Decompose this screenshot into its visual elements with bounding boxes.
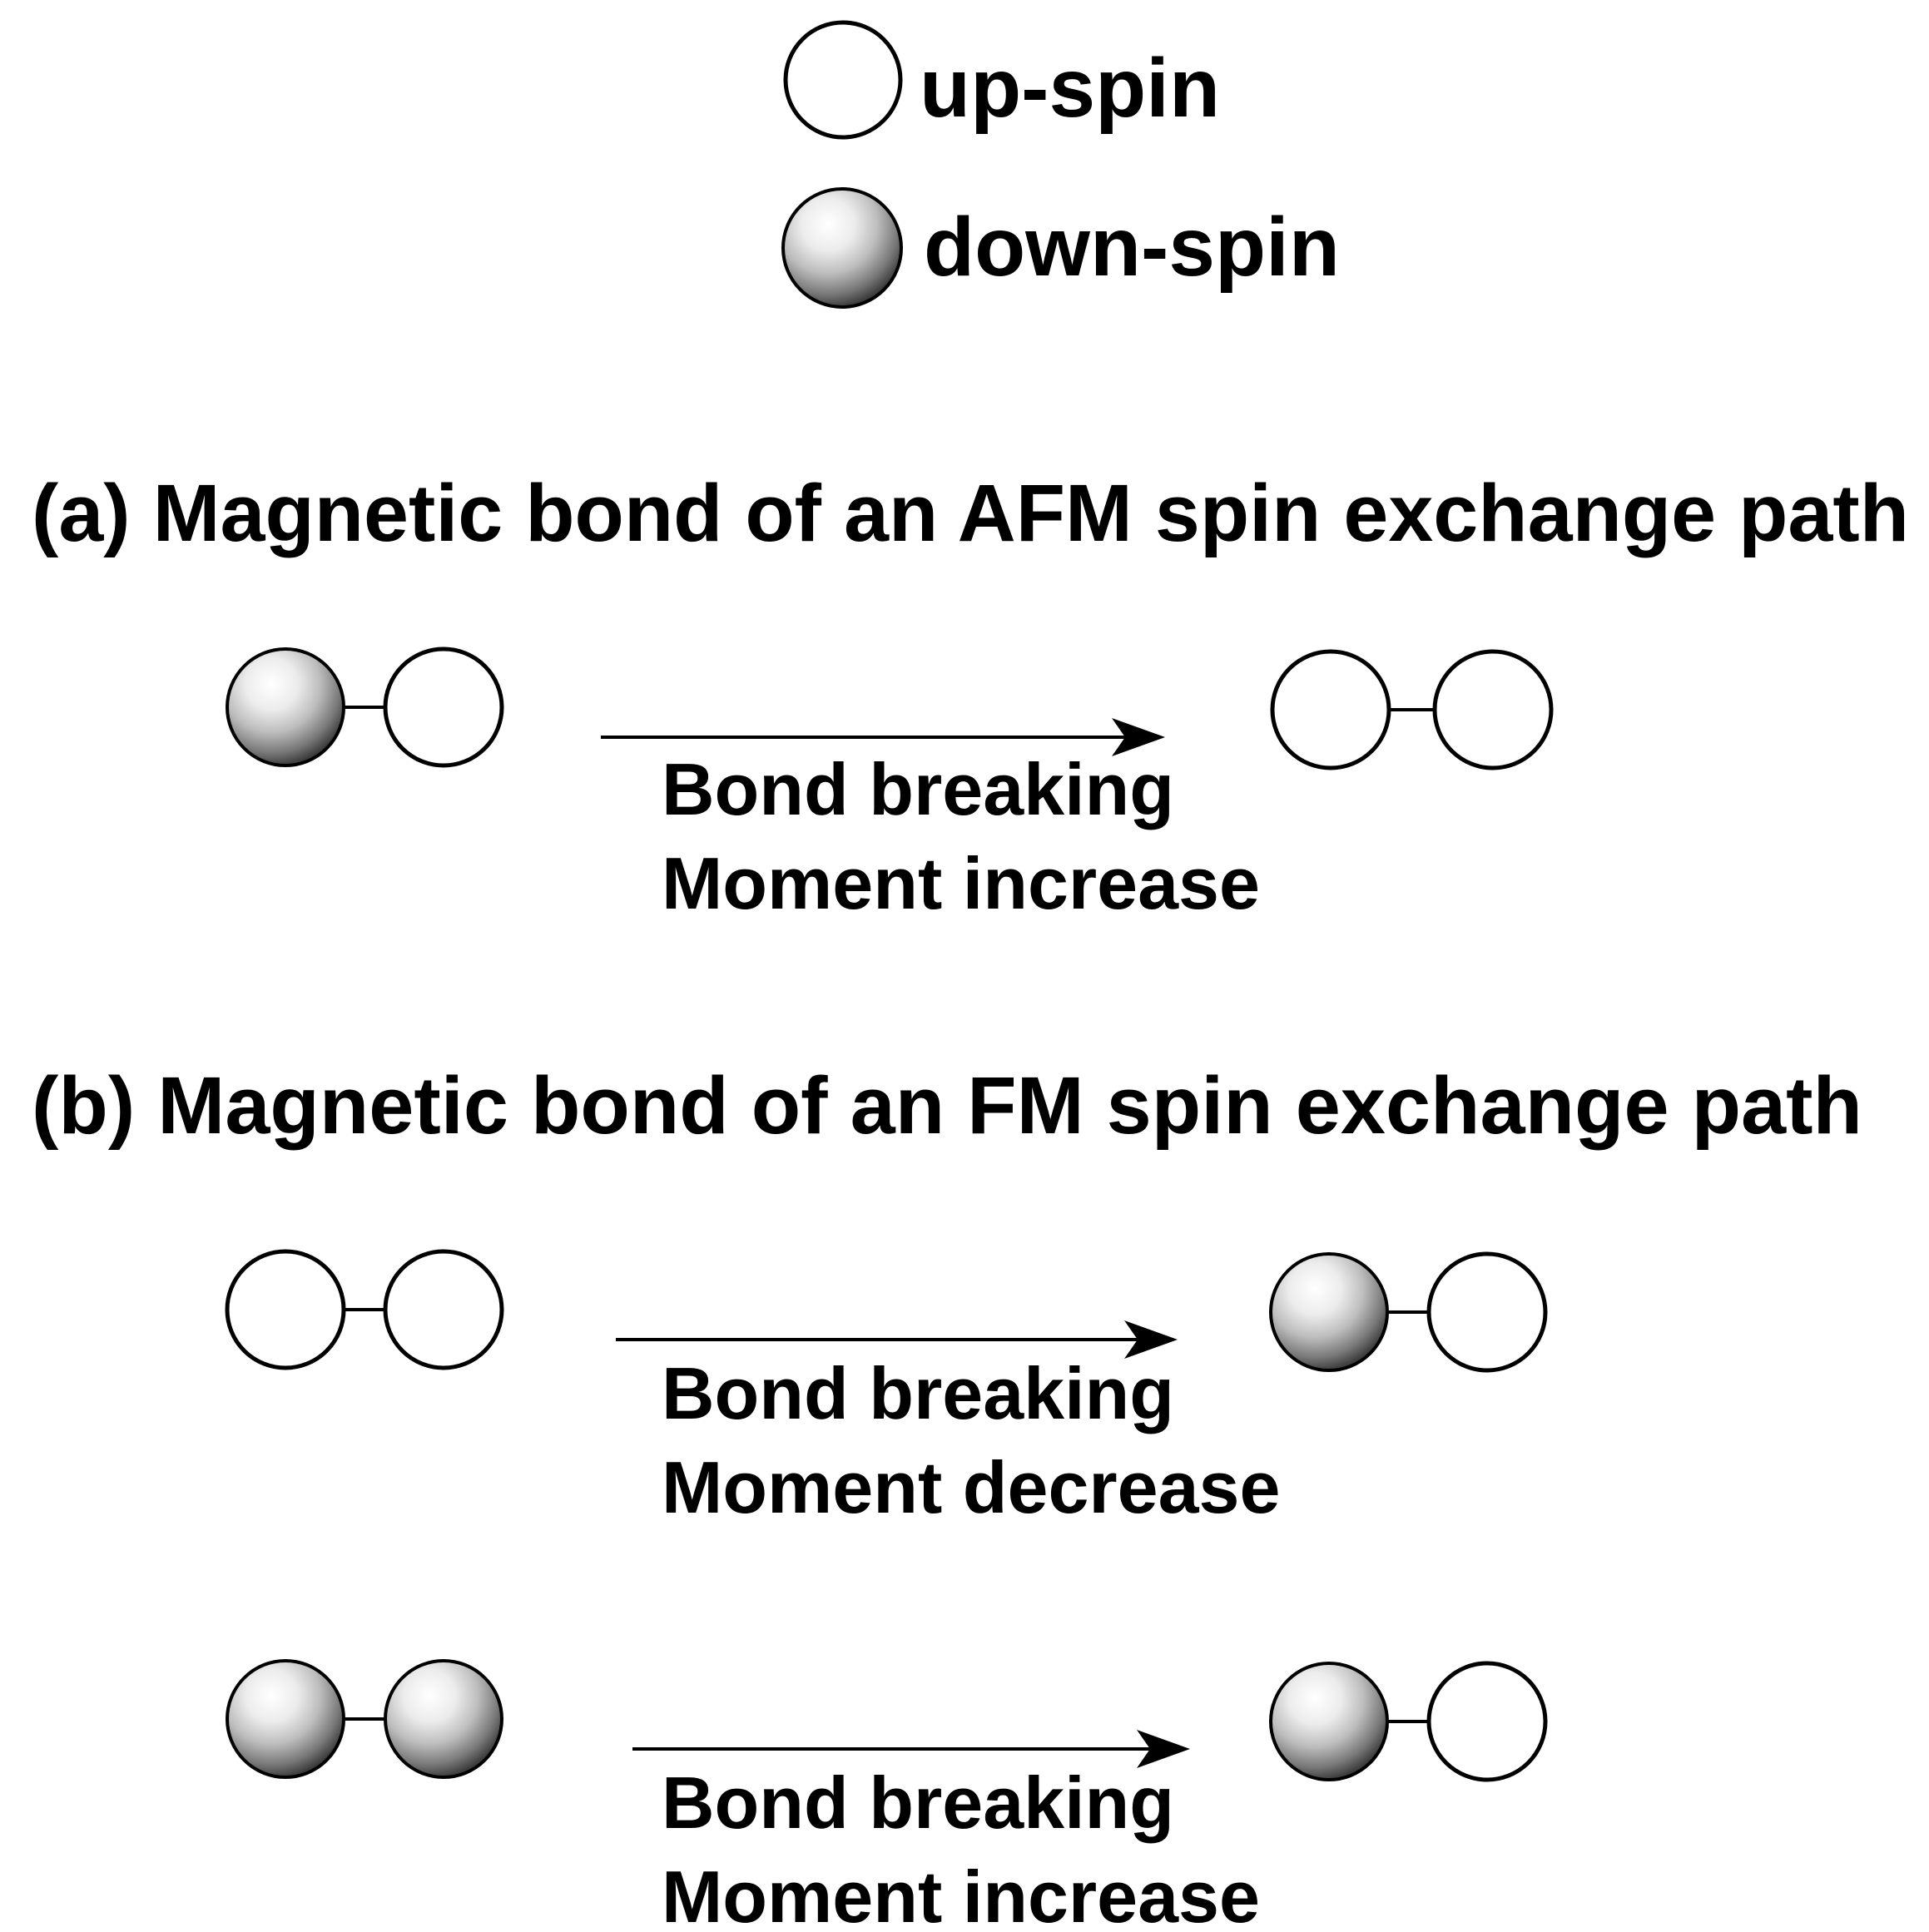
product-ball — [1269, 1662, 1389, 1781]
reactant-ball — [226, 647, 345, 767]
section-b-row1: Bond breaking Moment decrease — [225, 1249, 1548, 1528]
reactant-ball — [383, 1249, 504, 1370]
reaction-label-line1: Bond breaking — [662, 1761, 1174, 1844]
product-ball — [1426, 1661, 1548, 1782]
section-b-row2: Bond breaking Moment increase — [226, 1659, 1548, 1932]
section-b-row1-reactants — [225, 1249, 504, 1370]
section-b-row1-products — [1269, 1251, 1548, 1373]
product-ball — [1432, 649, 1554, 770]
section-b: (b) Magnetic bond of an FM spin exchange… — [32, 1060, 1862, 1932]
product-ball — [1426, 1251, 1548, 1373]
section-a-title: (a) Magnetic bond of an AFM spin exchang… — [32, 468, 1909, 558]
reaction-arrow — [601, 718, 1165, 756]
legend-down-spin-label: down-spin — [924, 201, 1340, 294]
section-a-products — [1270, 649, 1554, 770]
arrowhead-icon — [1137, 1730, 1190, 1768]
reactant-ball — [383, 646, 504, 768]
section-a: (a) Magnetic bond of an AFM spin exchang… — [32, 468, 1909, 924]
legend: up-spin down-spin — [781, 20, 1340, 309]
reactant-ball — [226, 1659, 345, 1779]
reactant-ball — [384, 1659, 503, 1779]
arrowhead-icon — [1112, 718, 1165, 756]
product-ball — [1269, 1252, 1389, 1372]
reaction-label-line1: Bond breaking — [662, 748, 1174, 830]
reaction-label-line1: Bond breaking — [662, 1352, 1174, 1434]
arrowhead-icon — [1124, 1320, 1178, 1359]
product-ball — [1270, 649, 1391, 770]
section-b-title: (b) Magnetic bond of an FM spin exchange… — [32, 1060, 1862, 1151]
reaction-label-line2: Moment increase — [662, 842, 1260, 924]
section-b-row2-reactants — [226, 1659, 503, 1779]
legend-up-spin-label: up-spin — [920, 42, 1220, 135]
reaction-arrow — [632, 1730, 1190, 1768]
reaction-label-line2: Moment decrease — [662, 1446, 1280, 1528]
legend-up-spin-ball — [783, 20, 903, 140]
reaction-label-line2: Moment increase — [662, 1855, 1260, 1932]
reaction-arrow — [616, 1320, 1178, 1359]
section-a-reactants — [226, 646, 504, 768]
legend-down-spin-ball — [781, 187, 903, 309]
section-b-row2-products — [1269, 1661, 1548, 1782]
reactant-ball — [225, 1249, 346, 1370]
